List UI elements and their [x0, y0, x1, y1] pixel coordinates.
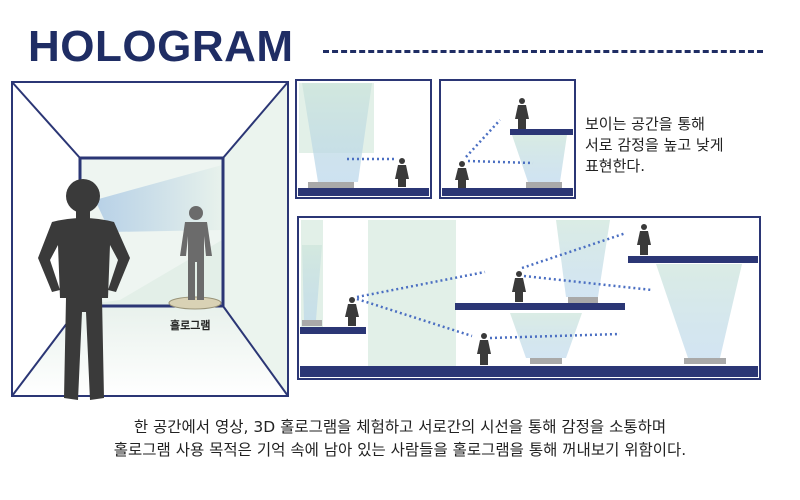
room-edge-br: [222, 305, 289, 397]
side-caption-line: 표현한다.: [585, 157, 645, 175]
person-figure-upper: [515, 98, 529, 129]
projector-block: [568, 297, 598, 303]
bottom-caption: 한 공간에서 영상, 3D 홀로그램을 체험하고 서로간의 시선을 통해 감정을…: [0, 416, 800, 462]
bottom-caption-line: 홀로그램 사용 목적은 기억 속에 남아 있는 사람들을 홀로그램을 통해 꺼내…: [113, 441, 687, 459]
room-right-wall: [223, 82, 288, 396]
left-platform: [300, 327, 366, 334]
projector-block: [308, 182, 354, 188]
person-figure-lower: [455, 161, 469, 188]
projection-beam: [302, 245, 322, 320]
panel-floor: [298, 188, 429, 196]
room-floor-glow: [82, 240, 222, 305]
room-outer-frame: [11, 81, 289, 397]
projector-block: [530, 358, 562, 364]
person-figure: [395, 158, 409, 187]
person-figure-middle: [512, 271, 526, 302]
panel-level-view: [295, 79, 432, 199]
panel-multi-level-view: [297, 216, 761, 380]
person-figure-upper: [637, 224, 651, 255]
projection-beam: [556, 220, 610, 297]
room-edge-tl: [11, 81, 81, 159]
title-divider: [323, 50, 763, 53]
upper-platform: [628, 256, 758, 263]
sight-line-up: [465, 119, 501, 158]
hologram-label: 홀로그램: [170, 318, 210, 332]
side-caption: 보이는 공간을 통해 서로 감정을 높고 낮게 표현한다.: [585, 114, 785, 177]
upper-platform: [510, 129, 573, 135]
room-edge-tr: [222, 81, 289, 159]
person-figure-left: [345, 297, 359, 326]
side-caption-line: 보이는 공간을 통해: [585, 115, 705, 133]
panel-height-view: [439, 79, 576, 199]
projector-block: [302, 320, 322, 326]
sight-lines: [356, 231, 653, 340]
middle-platform: [455, 303, 625, 310]
projection-beam: [302, 83, 372, 182]
panel-floor: [442, 188, 573, 196]
projector-block: [684, 358, 726, 364]
bottom-caption-line: 한 공간에서 영상, 3D 홀로그램을 체험하고 서로간의 시선을 통해 감정을…: [133, 418, 667, 436]
person-figure-floor: [477, 333, 491, 365]
panel-floor: [300, 366, 758, 377]
projection-beam: [656, 264, 742, 358]
wall-tint: [368, 220, 456, 368]
projection-beam: [512, 135, 567, 182]
side-caption-line: 서로 감정을 높고 낮게: [585, 136, 724, 154]
hologram-room-illustration: 홀로그램: [11, 81, 289, 400]
page-title: HOLOGRAM: [28, 22, 294, 71]
sight-line-side: [467, 159, 534, 165]
hologram-figure: [180, 206, 212, 300]
viewer-silhouette: [38, 179, 130, 400]
projector-block: [526, 182, 562, 188]
